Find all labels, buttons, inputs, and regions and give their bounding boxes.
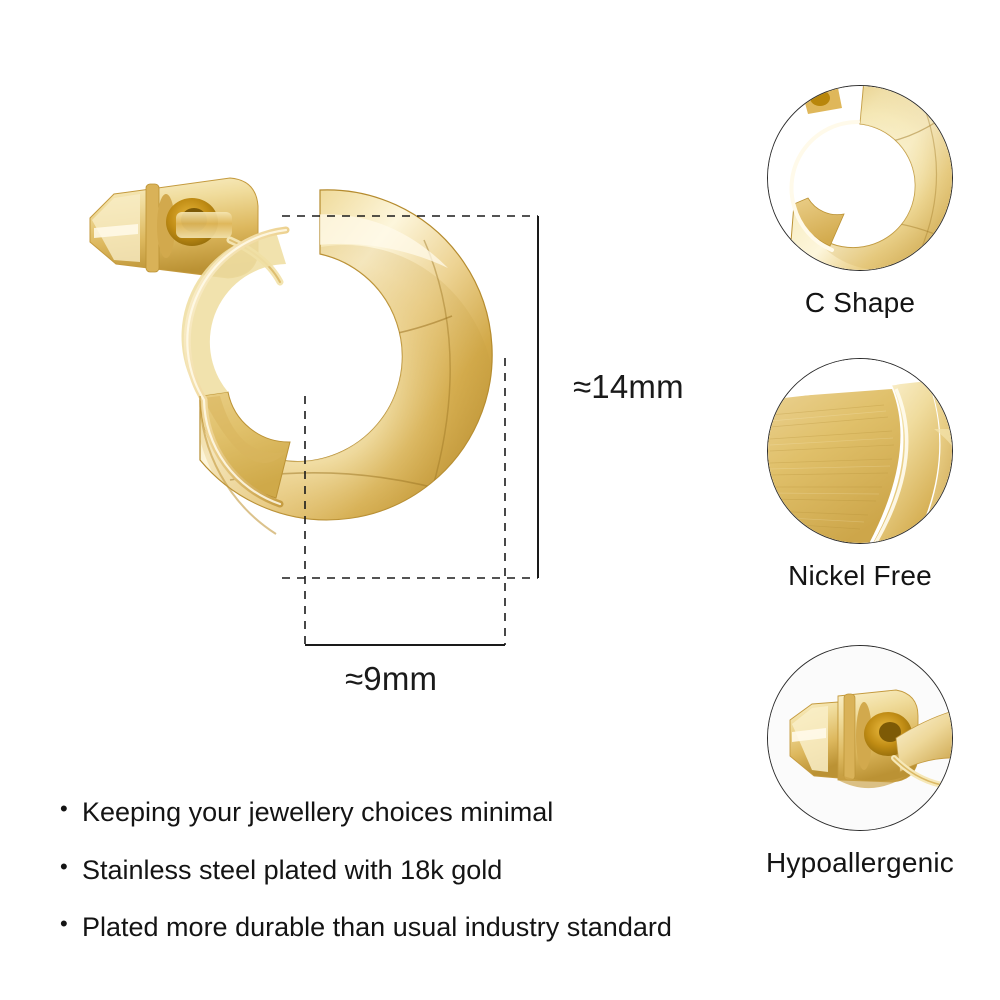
width-dimension-label: ≈9mm — [345, 660, 438, 697]
earring-clasp-main — [89, 177, 259, 279]
feature-bullet-item: Plated more durable than usual industry … — [60, 912, 760, 943]
callout-label-hypoallergenic: Hypoallergenic — [765, 847, 954, 878]
height-dimension-label: ≈14mm — [573, 368, 684, 405]
callout-c-shape: C Shape — [740, 85, 980, 319]
c-shape-hoop-icon — [767, 85, 953, 271]
butterfly-clasp-icon — [767, 645, 953, 831]
product-image-main — [80, 160, 560, 620]
callout-label-c-shape: C Shape — [804, 287, 916, 318]
brushed-gold-surface-icon — [767, 358, 953, 544]
feature-bullet-item: Stainless steel plated with 18k gold — [60, 855, 760, 886]
callout-label-nickel-free: Nickel Free — [788, 560, 932, 591]
callout-hypoallergenic: Hypoallergenic — [740, 645, 980, 879]
callout-nickel-free: Nickel Free — [740, 358, 980, 592]
feature-bullet-item: Keeping your jewellery choices minimal — [60, 797, 760, 828]
feature-bullet-list: Keeping your jewellery choices minimal S… — [60, 797, 760, 971]
